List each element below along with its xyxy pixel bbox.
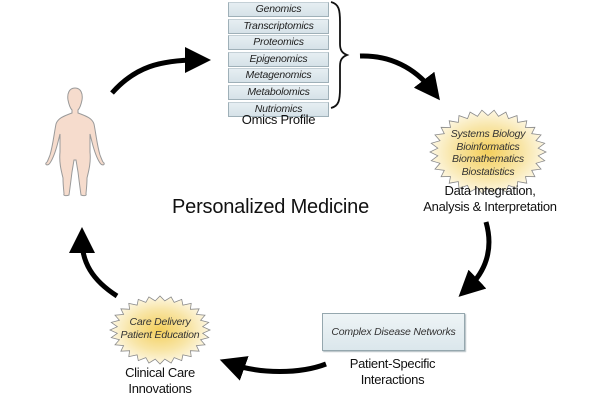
clinical-item: Care Delivery	[129, 316, 191, 328]
clinical-item: Patient Education	[120, 328, 200, 341]
omics-item: Proteomics	[228, 35, 329, 51]
arrow-omics-to-integration	[359, 53, 440, 101]
arrow-integration-to-interactions	[458, 221, 492, 297]
brace-icon	[330, 1, 350, 109]
arrow-interactions-to-clinical	[219, 356, 327, 381]
omics-item: Metagenomics	[228, 68, 329, 84]
clinical-care-label: Clinical Care Innovations	[100, 365, 220, 397]
omics-profile-label: Omics Profile	[241, 112, 316, 127]
arrow-body-to-omics	[110, 47, 211, 95]
label-line: Patient-Specific	[349, 356, 436, 371]
omics-item: Nutriomics	[228, 101, 329, 117]
omics-item: Transcriptomics	[228, 18, 329, 34]
starburst-data-integration	[429, 109, 547, 195]
method-item: Bioinformatics	[456, 140, 520, 153]
method-item: Systems Biology	[450, 128, 526, 140]
omics-item: Metabolomics	[228, 84, 329, 100]
human-figure-icon	[45, 87, 105, 197]
method-item: Biostatistics	[461, 165, 515, 178]
label-line: Analysis & Interpretation	[423, 199, 557, 214]
complex-disease-networks-box: Complex Disease Networks	[322, 313, 465, 351]
label-line: Data Integration,	[444, 183, 536, 198]
omics-list: Genomics Transcriptomics Proteomics Epig…	[228, 2, 329, 118]
omics-item: Genomics	[228, 2, 329, 17]
method-item: Biomathematics	[452, 153, 524, 165]
data-integration-label: Data Integration, Analysis & Interpretat…	[405, 183, 575, 215]
label-line: Clinical Care	[125, 365, 195, 380]
page-title: Personalized Medicine	[172, 196, 370, 218]
arrow-clinical-to-body	[69, 227, 119, 299]
patient-specific-interactions-label: Patient-Specific Interactions	[320, 356, 465, 388]
starburst-clinical-care	[109, 295, 211, 365]
omics-item: Epigenomics	[228, 51, 329, 67]
label-line: Interactions	[360, 372, 425, 387]
data-integration-methods: Systems Biology Bioinformatics Biomathem…	[440, 128, 536, 178]
label-line: Innovations	[128, 381, 192, 396]
clinical-care-items: Care Delivery Patient Education	[110, 316, 210, 341]
